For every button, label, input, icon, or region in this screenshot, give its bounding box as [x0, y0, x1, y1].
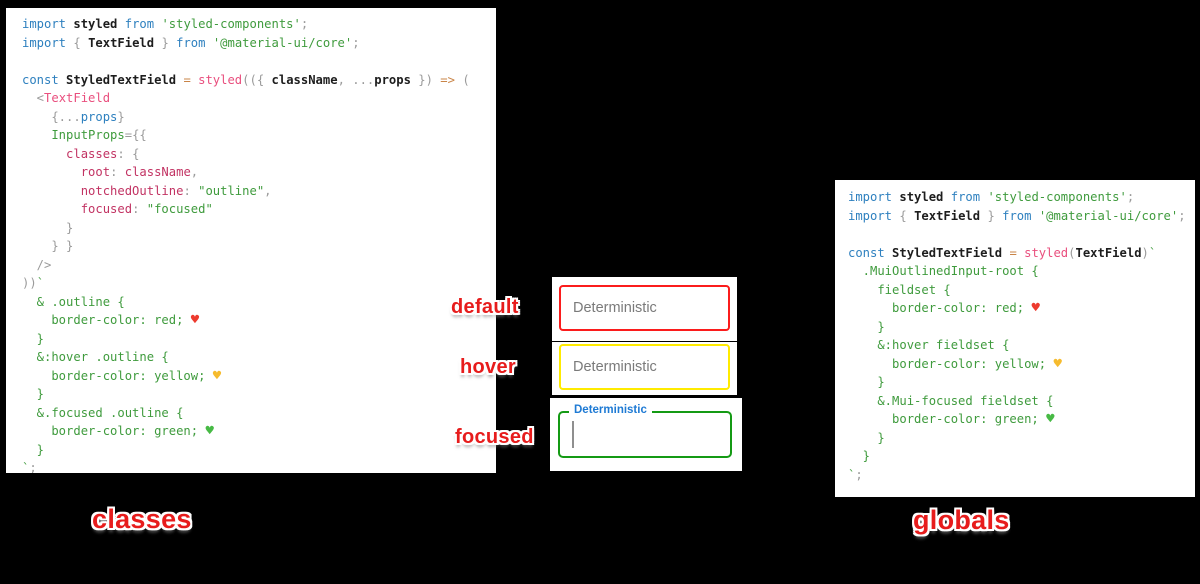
- label-hover: hover: [460, 356, 516, 378]
- code-line: } }: [22, 239, 74, 253]
- textfield-card-hover: Deterministic: [552, 342, 737, 395]
- code-line: <TextField: [22, 91, 111, 105]
- code-line: classes: {: [22, 146, 140, 161]
- code-line: import styled from 'styled-components';: [848, 190, 1135, 204]
- code-line: & .outline {: [22, 294, 125, 309]
- red-heart-icon: ♥: [1031, 300, 1040, 316]
- code-block-globals: import styled from 'styled-components'; i…: [835, 180, 1195, 497]
- label-globals: globals: [913, 505, 1010, 535]
- code-line: &.focused .outline {: [22, 405, 184, 420]
- code-line: [22, 52, 496, 71]
- code-line: &.Mui-focused fieldset {: [848, 393, 1054, 408]
- textfield-default[interactable]: Deterministic: [559, 285, 730, 331]
- code-line: }: [848, 375, 885, 389]
- code-line: }: [22, 220, 74, 235]
- code-line: fieldset {: [848, 282, 951, 297]
- textfield-focused-label: Deterministic: [569, 404, 652, 416]
- code-line: &:hover fieldset {: [848, 338, 1010, 352]
- yellow-heart-icon: ♥: [212, 367, 222, 384]
- code-line: border-color: green; ♥: [22, 423, 214, 439]
- code-line: }: [848, 449, 871, 463]
- code-block-classes: import styled from 'styled-components'; i…: [6, 8, 496, 473]
- code-line: import { TextField } from '@material-ui/…: [848, 208, 1186, 223]
- code-line: {...props}: [22, 109, 125, 124]
- textfield-card-default: Deterministic: [552, 277, 737, 341]
- label-default: default: [451, 296, 519, 318]
- code-line: }: [22, 442, 45, 457]
- textfield-default-value: Deterministic: [573, 300, 657, 316]
- code-line: }: [22, 387, 45, 401]
- code-line: import { TextField } from '@material-ui/…: [22, 35, 360, 50]
- code-line: border-color: green; ♥: [848, 411, 1055, 427]
- code-line: }: [848, 319, 885, 334]
- code-line: const StyledTextField = styled(({ classN…: [22, 72, 470, 87]
- code-line: border-color: red; ♥: [848, 300, 1040, 316]
- yellow-heart-icon: ♥: [1053, 355, 1062, 372]
- code-line: [848, 225, 1195, 244]
- red-heart-icon: ♥: [190, 312, 200, 328]
- code-line: focused: "focused": [22, 202, 213, 216]
- code-line: border-color: yellow; ♥: [848, 355, 1062, 372]
- label-focused: focused: [455, 426, 534, 448]
- code-line: border-color: red; ♥: [22, 312, 200, 328]
- code-line: `;: [22, 461, 37, 473]
- label-classes: classes: [92, 504, 192, 534]
- code-line: />: [22, 257, 52, 272]
- code-line: import styled from 'styled-components';: [22, 17, 309, 31]
- code-line: InputProps={{: [22, 128, 147, 142]
- code-line: }: [848, 430, 885, 445]
- code-line: }: [22, 331, 45, 346]
- textfield-hover-value: Deterministic: [573, 359, 657, 375]
- text-cursor: [572, 421, 574, 448]
- code-line: .MuiOutlinedInput-root {: [848, 264, 1039, 278]
- code-line: &:hover .outline {: [22, 350, 169, 364]
- code-line: root: className,: [22, 165, 199, 179]
- textfield-hover[interactable]: Deterministic: [559, 344, 730, 390]
- code-line: ))`: [22, 276, 45, 290]
- code-line: const StyledTextField = styled(TextField…: [848, 245, 1157, 260]
- textfield-focused[interactable]: Deterministic: [558, 404, 732, 458]
- code-line: border-color: yellow; ♥: [22, 367, 222, 384]
- code-line: `;: [848, 467, 863, 482]
- green-heart-icon: ♥: [1046, 411, 1055, 427]
- green-heart-icon: ♥: [205, 423, 214, 439]
- textfield-card-focused: Deterministic: [550, 398, 742, 471]
- code-line: notchedOutline: "outline",: [22, 183, 272, 198]
